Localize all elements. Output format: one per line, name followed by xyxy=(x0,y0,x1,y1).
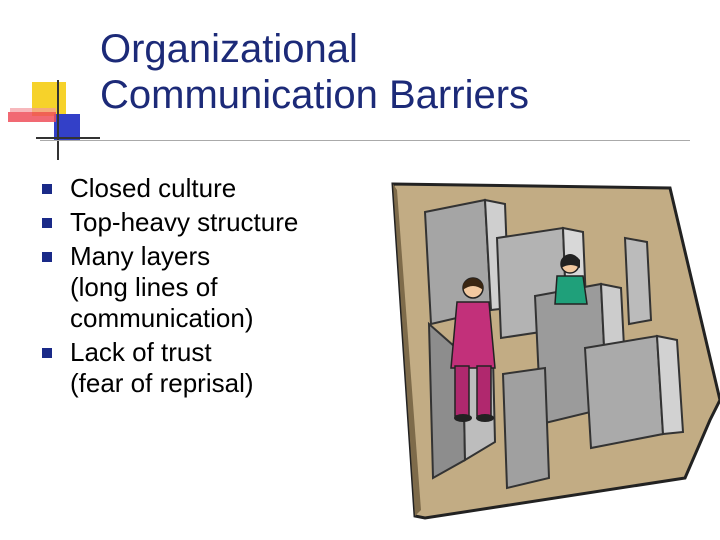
bullet-subtext: communication) xyxy=(70,303,254,333)
list-item: Many layers (long lines of communication… xyxy=(42,241,372,334)
square-bullet-icon xyxy=(42,184,52,194)
color-blocks-logo-icon xyxy=(8,80,100,160)
square-bullet-icon xyxy=(42,252,52,262)
list-item: Top-heavy structure xyxy=(42,207,372,238)
bullet-list: Closed culture Top-heavy structure Many … xyxy=(42,173,372,402)
slide-title: Organizational Communication Barriers xyxy=(100,26,700,118)
title-divider xyxy=(40,140,690,141)
title-line-2: Communication Barriers xyxy=(100,73,530,117)
bullet-subtext: (fear of reprisal) xyxy=(70,368,254,398)
list-item: Lack of trust (fear of reprisal) xyxy=(42,337,372,399)
maze-with-people-icon xyxy=(391,182,720,520)
bullet-text: Top-heavy structure xyxy=(70,207,299,237)
title-line-1: Organizational xyxy=(100,27,358,71)
square-bullet-icon xyxy=(42,218,52,228)
square-bullet-icon xyxy=(42,348,52,358)
bullet-subtext: (long lines of xyxy=(70,272,218,302)
bullet-text: Many layers xyxy=(70,241,211,271)
list-item: Closed culture xyxy=(42,173,372,204)
bullet-text: Lack of trust xyxy=(70,337,212,367)
bullet-text: Closed culture xyxy=(70,173,237,203)
